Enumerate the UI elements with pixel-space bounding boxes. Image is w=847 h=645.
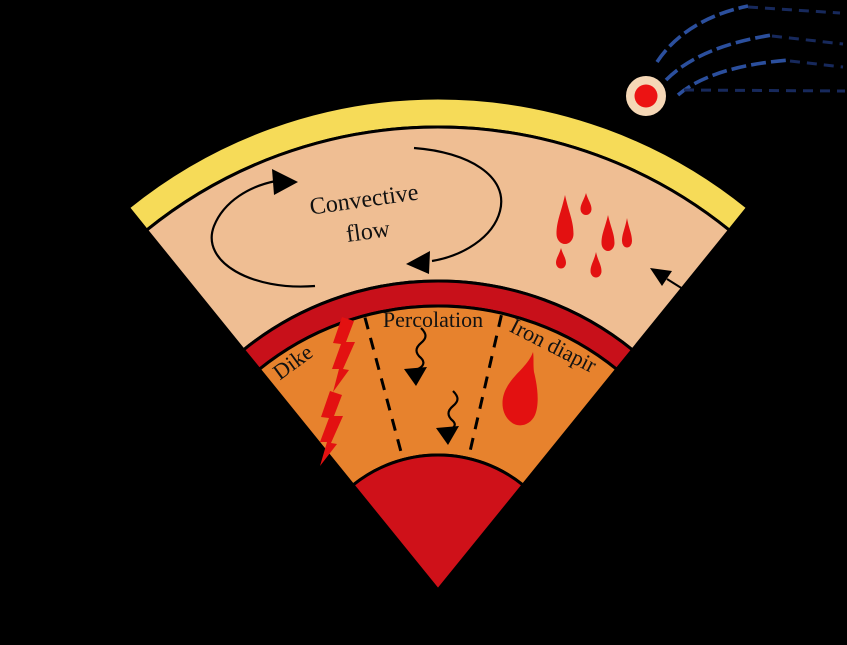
trajectory-curve (655, 4, 749, 63)
droplet-pointer-arrow-icon (650, 268, 703, 302)
droplet (580, 193, 592, 216)
percolation-squiggle (415, 327, 427, 370)
trajectory-curve (664, 33, 773, 82)
divider-right (468, 314, 503, 454)
droplet (601, 215, 615, 251)
convection-arrowhead-right-icon (272, 169, 298, 195)
trajectory-dash-tail (789, 59, 844, 69)
core-layer (351, 453, 525, 592)
trajectory-lines-icon (655, 4, 846, 97)
convection-loop-arrows-icon (210, 146, 503, 288)
droplet (556, 195, 574, 244)
trajectory-dash-tail (683, 88, 846, 93)
droplet (590, 252, 602, 278)
percolation-arrows-icon (404, 327, 459, 445)
metal-droplets-icon (556, 193, 632, 278)
convection-loop-right-curve (413, 146, 503, 263)
droplet-pointer-line (666, 278, 703, 302)
percolation-squiggle (447, 390, 459, 430)
lightning-bolt (332, 317, 355, 392)
planet-wedge (126, 96, 750, 592)
convection-arrowhead-left-icon (406, 251, 430, 274)
percolation-label: Percolation (383, 307, 483, 332)
impactor-icon (623, 73, 669, 119)
percolation-arrowhead (404, 367, 427, 386)
droplet-pointer-head (650, 268, 672, 286)
dike-lightning-icon (320, 317, 355, 466)
lightning-bolt (320, 391, 343, 466)
convection-loop-left-curve (210, 179, 316, 288)
percolation-arrowhead (436, 426, 459, 445)
trajectory-dash-tail (747, 5, 841, 15)
droplet (622, 218, 632, 248)
impactor-metal-core (634, 84, 658, 108)
divider-left (363, 317, 404, 456)
droplet (556, 248, 566, 269)
sector-divider-lines (363, 314, 503, 456)
iron-diapir-blob-icon (502, 352, 538, 426)
convective-flow-label-line2: flow (344, 216, 392, 248)
trajectory-dash-tail (771, 34, 844, 46)
